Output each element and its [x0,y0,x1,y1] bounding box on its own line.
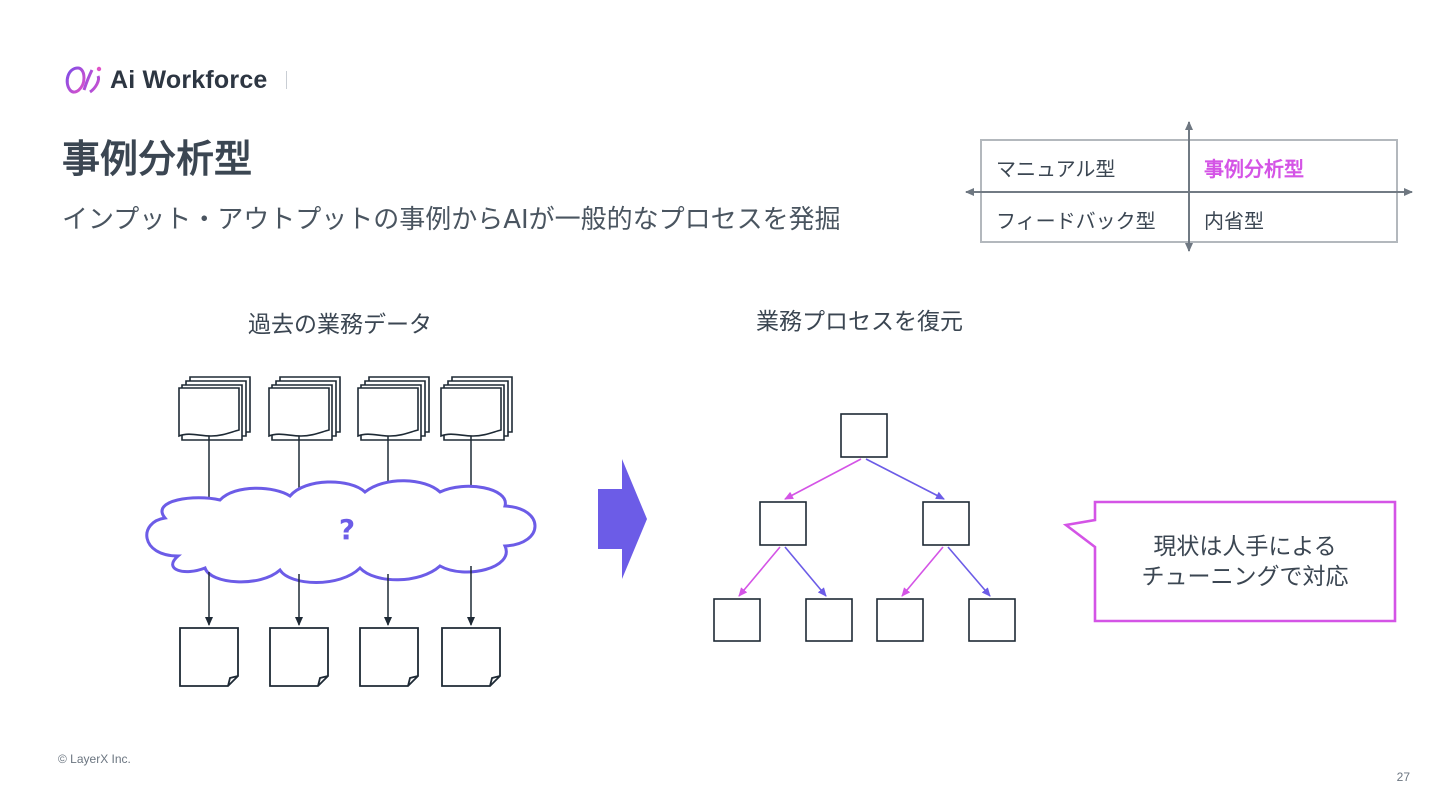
tree-leaf-4 [968,598,1016,642]
input-document-stacks [178,376,513,441]
page-title: 事例分析型 [62,137,253,181]
cloud-question-mark: ? [339,513,355,546]
brand-logo: Ai Workforce [62,60,287,100]
matrix-cell-manual: マニュアル型 [996,157,1116,181]
output-doc-4 [441,627,501,687]
output-doc-2 [269,627,329,687]
matrix-axes [965,121,1413,252]
matrix-cell-case-analysis: 事例分析型 [1204,157,1304,181]
output-arrows [205,566,475,626]
doc-stack-3 [357,376,430,441]
logo-text: Ai Workforce [110,65,268,94]
tree-leaf-3 [876,598,924,642]
tree-leaf-1 [713,598,761,642]
tree-node-right [922,501,970,546]
output-documents [179,627,501,687]
page-number: 27 [1396,770,1410,784]
transform-arrow-icon [598,459,647,579]
matrix-cell-feedback: フィードバック型 [996,209,1156,233]
right-panel-label: 業務プロセスを復元 [756,309,963,335]
callout-text: 現状は人手による チューニングで対応 [1097,532,1393,592]
tree-node-left [759,501,807,546]
ai-logo-icon [65,66,102,94]
output-doc-3 [359,627,419,687]
black-box-cloud: ? [145,479,537,584]
matrix-cell-introspection: 内省型 [1204,209,1264,233]
output-doc-1 [179,627,239,687]
logo-divider [285,71,287,89]
callout-bubble [1062,500,1397,623]
callout-line-2: チューニングで対応 [1141,564,1349,590]
tree-root-node [840,413,888,458]
doc-stack-4 [440,376,513,441]
page-subtitle: インプット・アウトプットの事例からAIが一般的なプロセスを発掘 [62,205,841,235]
callout-line-1: 現状は人手による [1153,534,1337,560]
doc-stack-1 [178,376,251,441]
doc-stack-2 [268,376,341,441]
process-tree [713,413,1016,642]
left-panel-label: 過去の業務データ [248,312,432,338]
copyright-text: © LayerX Inc. [58,752,131,766]
tree-leaf-2 [805,598,853,642]
